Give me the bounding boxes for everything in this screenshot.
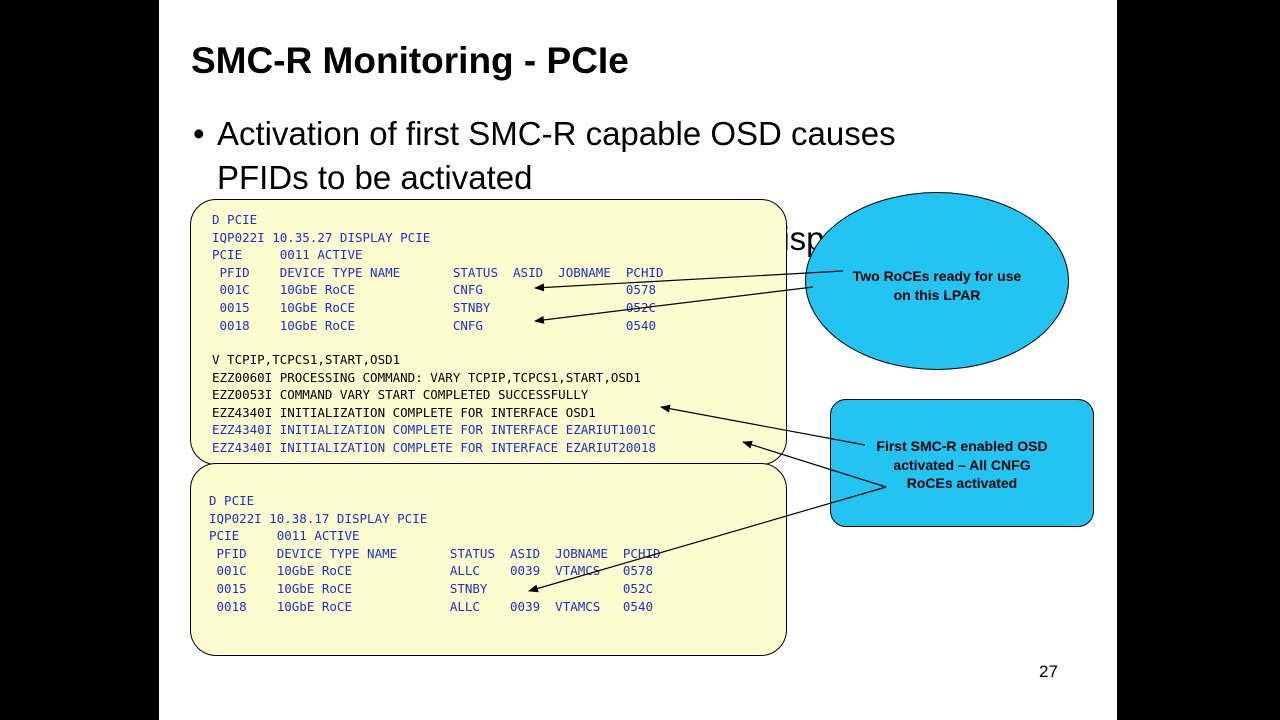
arrow-to-ezariut2 — [742, 440, 887, 488]
terminal-pfid-row: 0018 10GbE RoCE CNFG 0540 — [212, 317, 657, 333]
terminal-line: IQP022I 10.38.17 DISPLAY PCIE — [209, 510, 428, 526]
terminal-line: PCIE 0011 ACTIVE — [212, 247, 363, 263]
terminal-pfid-row: 0018 10GbE RoCE ALLC 0039 VTAMCS 0540 — [209, 598, 654, 614]
arrow-to-osd1 — [660, 404, 866, 446]
terminal-line: PCIE 0011 ACTIVE — [209, 528, 360, 544]
terminal-pfid-row: 0015 10GbE RoCE STNBY 052C — [209, 581, 654, 596]
terminal-pfid-row: 001C 10GbE RoCE CNFG 0578 — [212, 282, 657, 298]
terminal-line: EZZ4340I INITIALIZATION COMPLETE FOR INT… — [212, 422, 657, 438]
callout-arrows — [528, 270, 887, 593]
terminal-header-row: PFID DEVICE TYPE NAME STATUS ASID JOBNAM… — [212, 264, 664, 280]
terminal-line: EZZ4340I INITIALIZATION COMPLETE FOR INT… — [212, 440, 657, 455]
terminal-line: EZZ4340I INITIALIZATION COMPLETE FOR INT… — [212, 404, 596, 420]
bullet-text-line2: PFIDs to be activated — [217, 159, 533, 196]
arrow-to-0018 — [534, 286, 814, 324]
slide: SMC-R Monitoring - PCIe lisp • Activatio… — [159, 0, 1117, 720]
terminal-output-after: D PCIE IQP022I 10.38.17 DISPLAY PCIE PCI… — [190, 463, 787, 656]
page-number: 27 — [1039, 662, 1058, 681]
terminal-line: D PCIE — [212, 212, 258, 227]
callout-text: First SMC-R enabled OSD — [876, 438, 1048, 454]
terminal-line: EZZ0053I COMMAND VARY START COMPLETED SU… — [212, 387, 589, 403]
callout-text: activated – All CNFG — [893, 456, 1031, 473]
terminal-header-row: PFID DEVICE TYPE NAME STATUS ASID JOBNAM… — [209, 545, 661, 561]
callout-text: RoCEs activated — [906, 475, 1018, 491]
bullet-text-line1: Activation of first SMC-R capable OSD ca… — [217, 115, 896, 152]
callout-osd-activated: First SMC-R enabled OSD activated – All … — [830, 399, 1094, 527]
callout-text: Two RoCEs ready for use — [852, 268, 1022, 284]
callout-roces-ready: Two RoCEs ready for use on this LPAR — [805, 192, 1069, 370]
callout-text: on this LPAR — [893, 286, 981, 303]
terminal-output-before: D PCIE IQP022I 10.35.27 DISPLAY PCIE PCI… — [190, 199, 787, 465]
terminal-pfid-row: 001C 10GbE RoCE ALLC 0039 VTAMCS 0578 — [209, 563, 654, 579]
slide-title: SMC-R Monitoring - PCIe — [191, 40, 629, 81]
terminal-line: D PCIE — [209, 493, 255, 508]
arrow-to-stnby — [528, 486, 887, 593]
terminal-line: EZZ0060I PROCESSING COMMAND: VARY TCPIP,… — [212, 369, 641, 385]
terminal-line: IQP022I 10.35.27 DISPLAY PCIE — [212, 229, 431, 245]
arrow-to-001c — [534, 270, 844, 292]
terminal-command-line: V TCPIP,TCPCS1,START,OSD1 — [212, 352, 401, 367]
bullet-marker: • — [193, 115, 205, 152]
terminal-pfid-row: 0015 10GbE RoCE STNBY 052C — [212, 300, 657, 315]
